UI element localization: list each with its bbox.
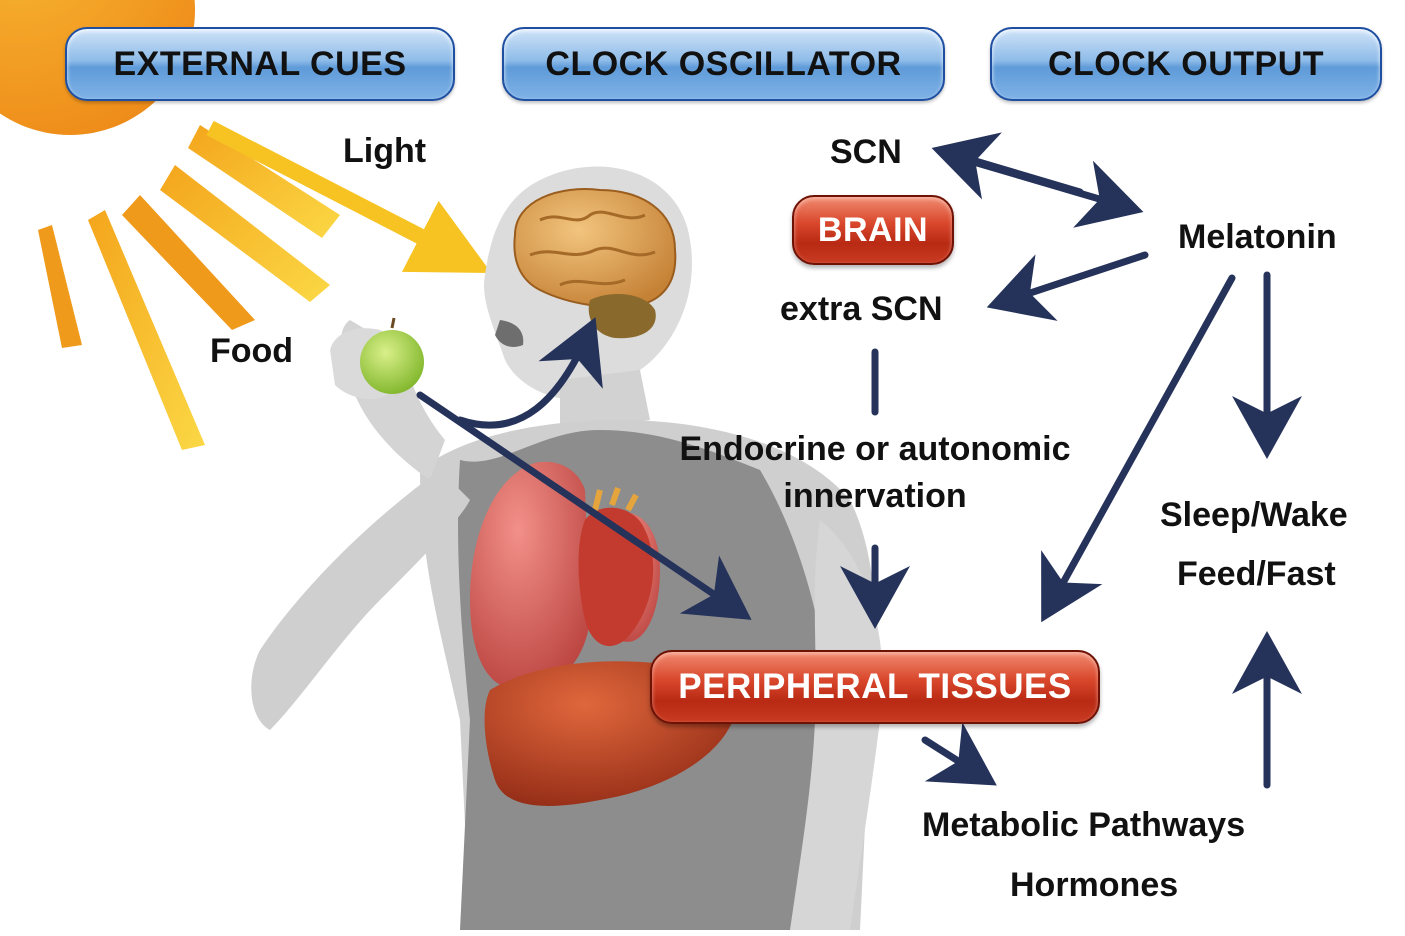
header-clock-oscillator: CLOCK OSCILLATOR (502, 27, 945, 101)
pathway-arrows (416, 132, 1302, 789)
label-innervation-line1: Endocrine or autonomic (679, 430, 1071, 468)
light-ray-arrow (206, 120, 492, 273)
arrow-melatonin-to-scn (931, 132, 1084, 200)
arrow-food-to-brain (456, 317, 603, 429)
label-metabolic-pathways: Metabolic Pathways (922, 806, 1246, 844)
header-clock-output: CLOCK OUTPUT (990, 27, 1382, 101)
label-sleep-wake: Sleep/Wake (1160, 496, 1348, 534)
arrow-food-to-tissues (416, 391, 752, 620)
label-scn: SCN (830, 133, 902, 171)
label-peripheral-tissues: PERIPHERAL TISSUES (650, 650, 1100, 724)
label-extra-scn: extra SCN (780, 290, 943, 328)
arrow-melatonin-to-extra-scn (986, 251, 1149, 321)
arrow-melatonin-to-tissues (1041, 274, 1236, 623)
header-external-cues: EXTERNAL CUES (65, 27, 455, 101)
label-brain: BRAIN (792, 195, 954, 265)
label-feed-fast: Feed/Fast (1177, 555, 1336, 593)
label-light: Light (343, 132, 427, 170)
arrow-tissues-to-metabolic (921, 722, 997, 786)
brain-icon (513, 188, 677, 339)
label-food: Food (210, 332, 294, 370)
label-hormones: Hormones (1010, 866, 1179, 904)
label-melatonin: Melatonin (1178, 218, 1337, 256)
label-innervation-line2: innervation (783, 477, 967, 515)
apple-icon (360, 317, 424, 394)
